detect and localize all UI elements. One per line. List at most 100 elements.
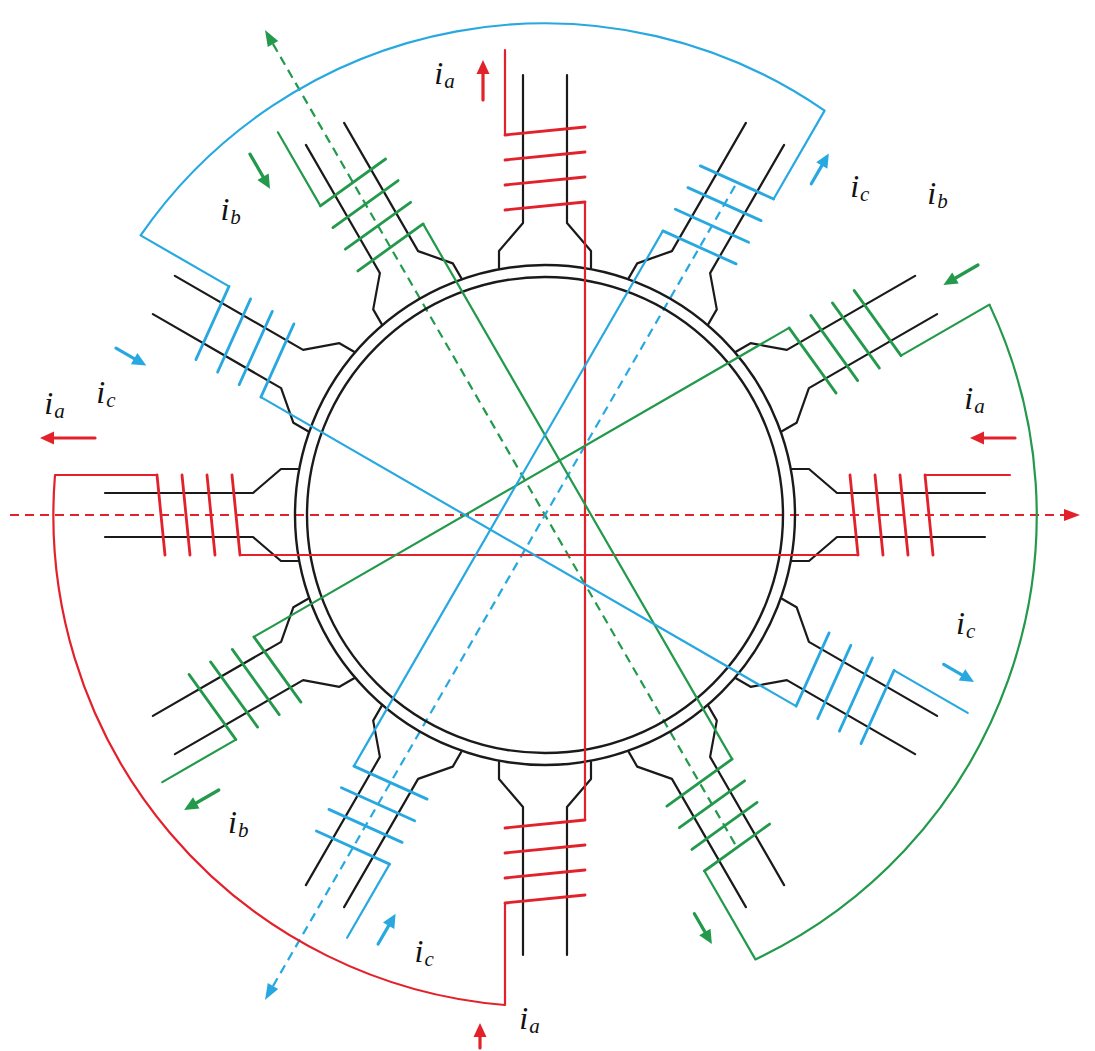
coil-turn [261,324,294,397]
stator-tooth [306,706,382,885]
coil-turn [254,637,301,702]
coil-lead [704,871,755,959]
coil-turn [189,674,236,739]
coil-turn [663,231,736,264]
coil-turn [679,781,744,828]
coil-turn [157,475,165,555]
coil-turn [341,788,414,821]
stator-tooth [736,276,915,352]
bore-circle [295,265,795,765]
stator-tooth [782,599,937,716]
coil-turn [854,290,901,355]
current-label: ib [925,177,950,214]
current-label: ia [517,1002,542,1039]
stator-tooth [105,469,298,493]
coil-turn [182,475,190,555]
coil-connection [261,397,796,706]
stator-tooth [175,678,354,754]
stator-tooth [567,75,591,268]
coil-turn [692,802,757,849]
stator-tooth [736,678,915,754]
coil-turn [505,870,585,878]
coil-turn [839,658,872,731]
stator-tooth [708,145,784,324]
current-arrowhead [959,669,974,682]
coil-turn [850,475,858,555]
coil-turn [358,224,423,271]
stator-tooth [567,762,591,955]
coil-turn [505,895,585,903]
stator-tooth [175,276,354,352]
coil-turn [861,670,894,743]
coil-connection [240,554,858,556]
end-connection-arc [755,305,1036,960]
rotor-circle [307,277,783,753]
coil-turn [667,759,732,806]
coil-turn [196,286,229,359]
coil-connection [354,231,663,766]
coil-connection [254,328,789,637]
coil-turn [875,475,883,555]
current-arrowhead [943,272,958,285]
coil-lead [347,864,390,938]
coil-turn [505,177,585,185]
stator-tooth [344,123,461,278]
current-label: ia [42,387,67,424]
coil-turn [900,475,908,555]
coil-lead [925,474,1010,476]
current-label: ic [94,376,118,413]
stator-tooth [306,145,382,324]
coil-turn [207,475,215,555]
coil-lead [162,740,236,783]
current-label: ia [432,57,457,94]
current-arrow [250,154,264,178]
current-arrow [954,265,978,279]
current-label: ia [962,382,987,419]
current-arrowhead [970,432,984,445]
coil-turn [329,809,402,842]
coil-connection [584,202,586,820]
axis-arrowhead [265,983,278,1000]
axis-arrowhead [1064,509,1080,521]
coil-turn [320,159,385,206]
coil-lead [901,305,989,356]
coil-turn [700,166,773,199]
coil-connection [423,224,732,759]
coil-turn [345,202,410,249]
coil-turn [333,181,398,228]
coil-turn [675,209,748,242]
current-arrow [378,924,390,944]
coil-turn [505,152,585,160]
current-arrowhead [257,173,270,188]
current-arrow [116,348,136,360]
coil-turn [354,766,427,799]
stator-tooth [792,537,985,561]
current-arrow [944,664,964,676]
current-label: ic [848,170,872,207]
coil-turn [688,188,761,221]
coil-lead [55,474,157,476]
current-arrowhead [699,929,712,944]
current-arrowhead [477,60,490,74]
stator-tooth [629,752,746,907]
stator-tooth [499,75,523,268]
current-arrow [52,436,95,439]
magnetic-axis [10,514,1066,516]
current-arrow [982,436,1015,439]
coil-turn [832,303,879,368]
coil-turn [232,475,240,555]
stator-tooth [153,599,308,716]
current-arrowhead [40,432,54,445]
coil-lead [504,903,506,1005]
coil-lead [894,670,968,713]
coil-lead [504,50,506,135]
current-arrow [481,72,484,100]
current-arrowhead [184,797,199,810]
coil-lead [774,111,825,199]
current-label: ic [954,607,978,644]
coil-turn [505,202,585,210]
axis-arrowhead [265,30,278,47]
coil-turn [211,662,258,727]
current-arrowhead [474,1023,487,1037]
stator-tooth [629,123,746,278]
